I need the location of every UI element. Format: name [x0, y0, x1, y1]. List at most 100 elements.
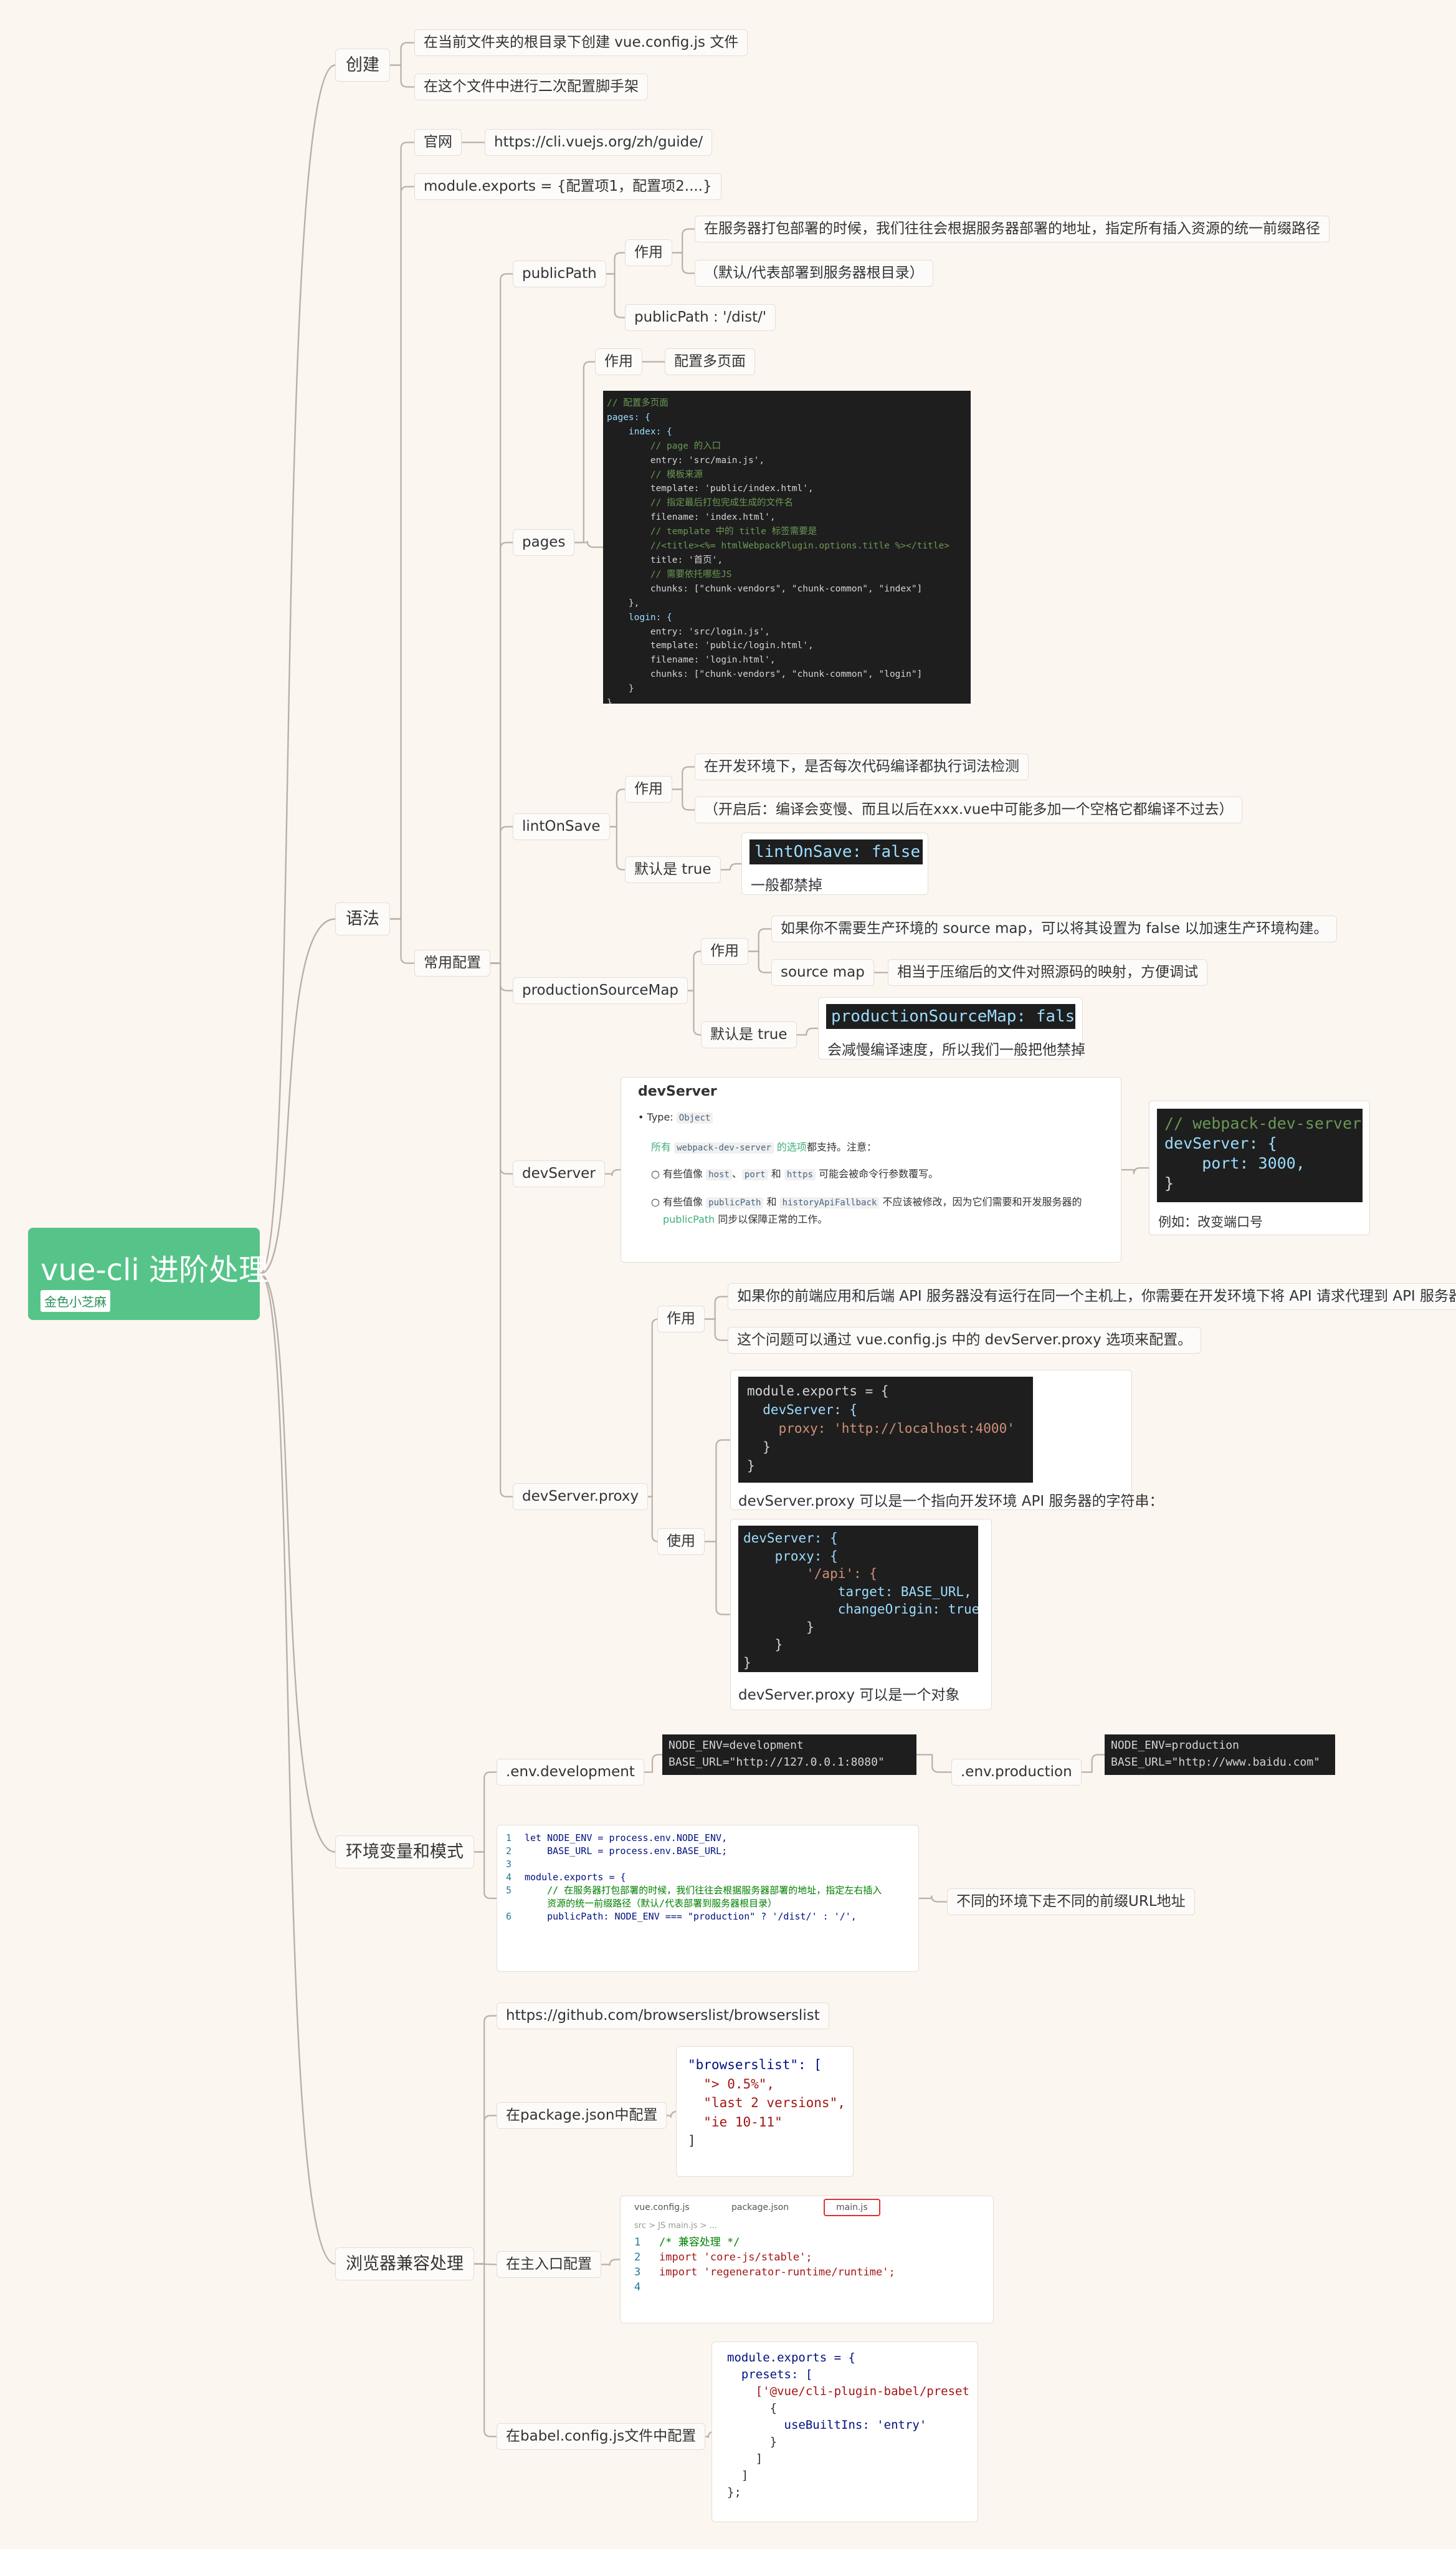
proxy-object-code: devServer: { proxy: { '/api': { target: …: [738, 1526, 978, 1672]
devserverproxy-role[interactable]: 作用: [657, 1306, 705, 1332]
connector-line: [490, 962, 513, 1175]
prodsourcemap-default[interactable]: 默认是 true: [701, 1021, 797, 1048]
lintonsave-role[interactable]: 作用: [625, 776, 672, 803]
connector-line: [490, 826, 513, 964]
lintonsave-default[interactable]: 默认是 true: [625, 856, 721, 883]
env-dev-node[interactable]: .env.development: [497, 1759, 644, 1786]
pages-role[interactable]: 作用: [595, 348, 642, 375]
devserverproxy-use[interactable]: 使用: [657, 1528, 705, 1555]
editor-tab-package[interactable]: package.json: [731, 2202, 789, 2212]
root-node[interactable]: vue-cli 进阶处理 金色小芝麻: [28, 1228, 269, 1320]
babel-code-line: {: [727, 2401, 778, 2415]
editor-tab-main[interactable]: main.js: [824, 2199, 880, 2216]
pages-code-line: // 指定最后打包完成生成的文件名: [607, 498, 794, 509]
babel-code-line: presets: [: [727, 2368, 813, 2381]
pkg-config-card: "browserslist": [ "> 0.5%", "last 2 vers…: [676, 2046, 854, 2177]
env-node[interactable]: 环境变量和模式: [335, 1835, 474, 1868]
devserver-doc-card: devServer • Type: Object 所有 webpack-dev-…: [621, 1077, 1121, 1263]
create-item-1[interactable]: 在当前文件夹的根目录下创建 vue.config.js 文件: [414, 29, 748, 56]
browser-node[interactable]: 浏览器兼容处理: [335, 2247, 474, 2280]
proxy-code1-line: }: [747, 1458, 755, 1473]
devserverproxy-node[interactable]: devServer.proxy: [513, 1483, 649, 1510]
lintonsave-desc-1[interactable]: 在开发环境下，是否每次代码编译都执行词法检测: [695, 753, 1029, 780]
publicpath-desc-2[interactable]: （默认/代表部署到服务器根目录）: [695, 260, 933, 287]
pkg-code-line: "browserslist": [: [688, 2057, 822, 2072]
devserver-doc-bullet1: ○ 有些值像 host、port 和 https 可能会被命令行参数覆写。: [651, 1168, 939, 1180]
proxy-code2-line: }: [743, 1619, 814, 1635]
lintonsave-code: lintOnSave: false,: [749, 839, 923, 864]
babel-code-line: ]: [727, 2452, 763, 2465]
browserslist-url[interactable]: https://github.com/browserslist/browsers…: [497, 2002, 829, 2029]
env-prod-line: BASE_URL="http://www.baidu.com": [1111, 1756, 1320, 1769]
official-url[interactable]: https://cli.vuejs.org/zh/guide/: [485, 129, 713, 156]
main-entry-node[interactable]: 在主入口配置: [497, 2251, 601, 2278]
devserver-code-line: port: 3000,: [1164, 1154, 1305, 1172]
common-config-node[interactable]: 常用配置: [414, 950, 490, 977]
pages-code-line: template: 'public/index.html',: [607, 484, 814, 494]
env-dev-line: BASE_URL="http://127.0.0.1:8080": [669, 1756, 885, 1769]
lintonsave-card: lintOnSave: false, 一般都禁掉: [741, 833, 928, 895]
connector-line: [705, 1541, 730, 1615]
doc-b1-c2: port: [741, 1169, 768, 1180]
doc-b2-pre: 有些值像: [663, 1196, 703, 1208]
proxy-code2-line: changeOrigin: true: [743, 1602, 978, 1617]
doc-line1-post[interactable]: 的选项: [776, 1141, 807, 1153]
connector-line: [1121, 1167, 1149, 1175]
create-node[interactable]: 创建: [335, 49, 390, 82]
doc-b2-link[interactable]: publicPath: [663, 1213, 715, 1225]
pages-code-line: filename: 'login.html',: [607, 655, 776, 666]
doc-b2-c1: publicPath: [706, 1197, 764, 1208]
type-label: Type:: [647, 1111, 673, 1123]
prodsourcemap-role[interactable]: 作用: [701, 938, 748, 965]
connector-line: [606, 252, 625, 275]
devserver-doc-type: • Type: Object: [638, 1111, 713, 1124]
connector-line: [605, 1169, 621, 1177]
env-note[interactable]: 不同的环境下走不同的前缀URL地址: [947, 1888, 1195, 1915]
publicpath-role[interactable]: 作用: [625, 239, 672, 266]
author-tag: 金色小芝麻: [40, 1290, 110, 1312]
publicpath-value[interactable]: publicPath : '/dist/': [625, 304, 776, 331]
proxy-code2-line: devServer: {: [743, 1531, 838, 1546]
babel-config-card: module.exports = { presets: [ ['@vue/cli…: [711, 2341, 978, 2522]
publicpath-node[interactable]: publicPath: [513, 261, 606, 287]
create-item-2[interactable]: 在这个文件中进行二次配置脚手架: [414, 74, 648, 100]
devserverproxy-desc-1[interactable]: 如果你的前端应用和后端 API 服务器没有运行在同一个主机上，你需要在开发环境下…: [728, 1283, 1456, 1310]
env-prod-node[interactable]: .env.production: [951, 1759, 1082, 1786]
connector-line: [610, 826, 625, 871]
connector-line: [748, 950, 771, 973]
pages-desc[interactable]: 配置多页面: [665, 348, 755, 375]
prodsourcemap-desc[interactable]: 如果你不需要生产环境的 source map，可以将其设置为 false 以加速…: [771, 916, 1338, 942]
syntax-node[interactable]: 语法: [335, 902, 390, 935]
devserverproxy-desc-2[interactable]: 这个问题可以通过 vue.config.js 中的 devServer.prox…: [728, 1327, 1202, 1354]
devserver-node[interactable]: devServer: [513, 1160, 605, 1187]
main-code-line: 4: [634, 2281, 641, 2293]
editor-tab-vueconfig[interactable]: vue.config.js: [634, 2202, 690, 2212]
lintonsave-node[interactable]: lintOnSave: [513, 813, 610, 840]
proxy-code2-line: }: [743, 1655, 751, 1670]
pages-code-line: filename: 'index.html',: [607, 512, 776, 523]
official-node[interactable]: 官网: [414, 129, 462, 156]
pages-node[interactable]: pages: [513, 529, 575, 556]
devserver-doc-title: devServer: [638, 1084, 717, 1099]
babel-config-node[interactable]: 在babel.config.js文件中配置: [497, 2423, 706, 2450]
connector-line: [672, 252, 695, 274]
connector-line: [688, 990, 701, 1036]
pkg-config-node[interactable]: 在package.json中配置: [497, 2102, 667, 2129]
connector-line: [610, 788, 625, 828]
sourcemap-node[interactable]: source map: [771, 959, 874, 986]
connector-line: [1082, 1754, 1105, 1773]
connector-line: [490, 273, 513, 964]
connector-line: [721, 863, 741, 871]
env-code-line: 6 publicPath: NODE_ENV === "production" …: [506, 1911, 857, 1922]
lintonsave-desc-2[interactable]: （开启后：编译会变慢、而且以后在xxx.vue中可能多加一个空格它都编译不过去）: [695, 796, 1243, 823]
module-exports-node[interactable]: module.exports = {配置项1，配置项2....}: [414, 173, 721, 200]
doc-line1-chip: webpack-dev-server: [674, 1142, 774, 1154]
pages-code-line: entry: 'src/main.js',: [607, 455, 765, 466]
sourcemap-desc[interactable]: 相当于压缩后的文件对照源码的映射，方便调试: [888, 959, 1207, 986]
prodsourcemap-node[interactable]: productionSourceMap: [513, 977, 688, 1004]
env-code-line: 5 // 在服务器打包部署的时候，我们往往会根据服务器部署的地址，指定左右插入: [506, 1885, 882, 1896]
publicpath-desc-1[interactable]: 在服务器打包部署的时候，我们往往会根据服务器部署的地址，指定所有插入资源的统一前…: [695, 216, 1330, 242]
